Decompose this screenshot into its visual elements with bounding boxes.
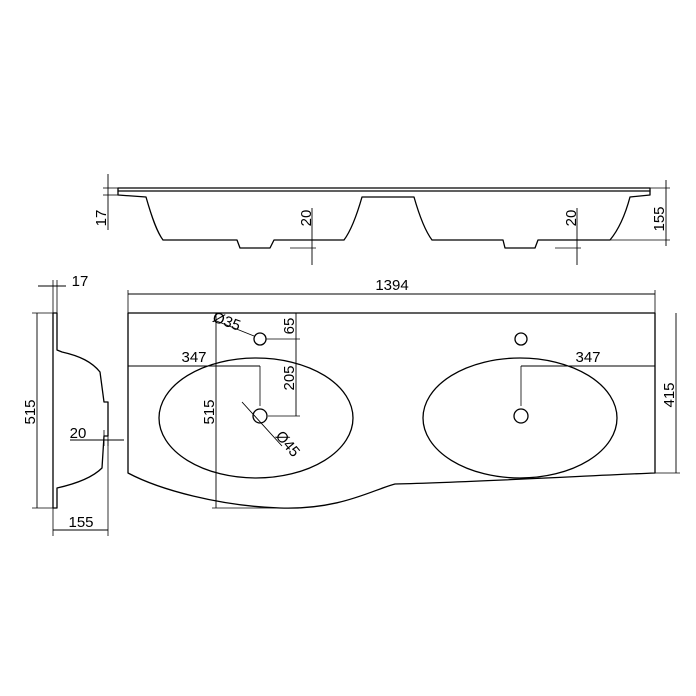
left-tap-hole [253,332,267,346]
dim-label-20-right-basin: 20 [563,210,580,227]
leader-tap-hole [213,319,255,337]
dim-label-65: 65 [281,318,298,335]
dim-label-20-left-basin: 20 [298,210,315,227]
side-view-outline [52,312,109,509]
dim-label-347-left: 347 [181,349,206,366]
right-tap-hole [514,332,528,346]
side-view: 17 515 20 155 [22,273,124,536]
dim-label-205: 205 [281,365,298,390]
dim-label-515-side: 515 [22,399,39,424]
dim-label-155-front: 155 [651,206,668,231]
front-view: 17 155 20 20 [93,174,670,265]
dim-label-1394: 1394 [375,277,408,294]
dim-label-155-side: 155 [68,514,93,531]
dim-label-drain-diameter: Ø45 [272,428,303,461]
dim-label-17-side: 17 [72,273,89,290]
plan-view: 1394 347 347 Ø35 65 205 Ø45 515 415 [127,277,680,509]
right-drain [513,408,529,424]
right-basin [422,357,618,479]
dim-label-20-side: 20 [70,425,87,442]
dim-label-515-plan: 515 [201,399,218,424]
leader-drain [241,401,283,447]
front-view-outline [117,187,651,249]
dim-label-17-front: 17 [93,210,110,227]
dim-label-415: 415 [661,382,678,407]
left-drain [252,408,268,424]
plan-view-outline [127,312,656,509]
left-basin [158,357,354,479]
dim-label-347-right: 347 [575,349,600,366]
